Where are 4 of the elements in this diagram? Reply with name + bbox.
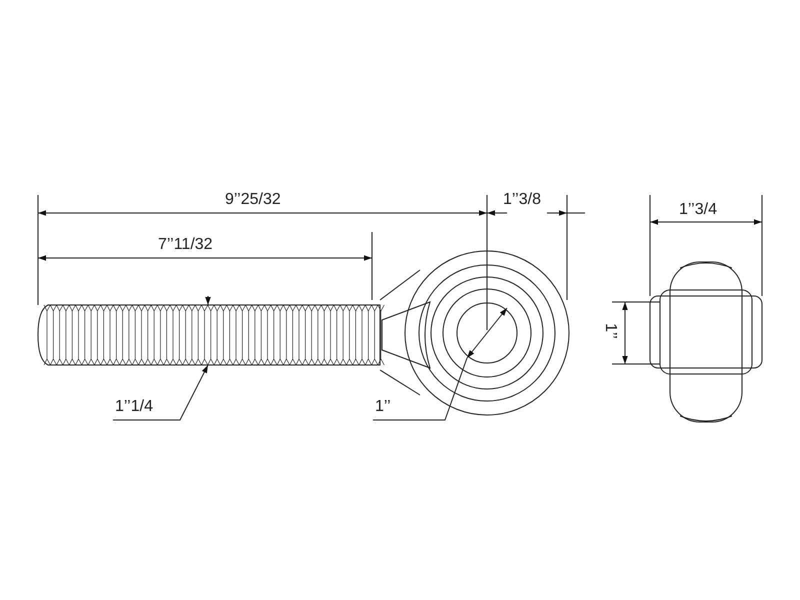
- callout-text: 1’’: [375, 398, 391, 416]
- leader-line: [112, 364, 208, 420]
- leader-line: [372, 358, 468, 420]
- callout-text: 1’’1/4: [115, 398, 153, 416]
